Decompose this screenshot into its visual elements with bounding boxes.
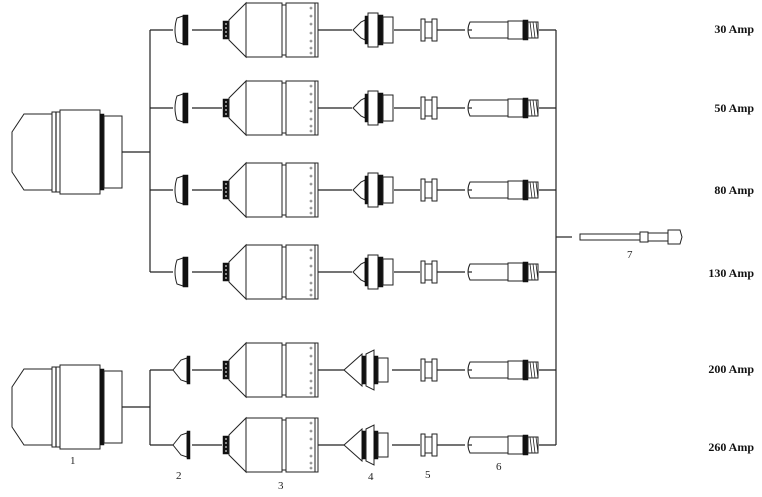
part-3-body	[222, 162, 319, 218]
amp-label: 130 Amp	[708, 266, 754, 280]
part-6-electrode	[467, 261, 539, 283]
part-4-nozzle	[352, 12, 394, 48]
part-2-cap	[174, 92, 189, 124]
part-3-body	[222, 342, 319, 398]
part-3-body	[222, 417, 319, 473]
part-4-nozzle	[343, 424, 389, 466]
part-2-cap	[174, 174, 189, 206]
part-6-electrode	[467, 19, 539, 41]
part-2-cap	[172, 355, 191, 385]
part-2-cap	[174, 14, 189, 46]
part-3-body	[222, 80, 319, 136]
part-3-body	[222, 244, 319, 300]
part-4-nozzle	[352, 254, 394, 290]
part-number-1: 1	[70, 455, 76, 467]
part-5-ring	[420, 18, 438, 42]
amp-label: 30 Amp	[714, 22, 754, 36]
part-6-electrode	[467, 434, 539, 456]
amp-label: 50 Amp	[714, 101, 754, 115]
part-4-nozzle	[352, 90, 394, 126]
part-3-body	[222, 2, 319, 58]
part-number-2: 2	[176, 470, 182, 482]
part-5-ring	[420, 433, 438, 457]
part-6-electrode	[467, 359, 539, 381]
part-6-electrode	[467, 179, 539, 201]
part-2-cap	[172, 430, 191, 460]
part-5-ring	[420, 96, 438, 120]
part-number-4: 4	[368, 471, 374, 483]
part-6-electrode	[467, 97, 539, 119]
part-7-tube	[579, 229, 683, 245]
shield-lower	[11, 364, 123, 450]
part-number-7: 7	[627, 249, 633, 261]
part-5-ring	[420, 358, 438, 382]
part-4-nozzle	[352, 172, 394, 208]
shield-upper	[11, 109, 123, 195]
part-number-5: 5	[425, 469, 431, 481]
part-4-nozzle	[343, 349, 389, 391]
amp-label: 200 Amp	[708, 362, 754, 376]
amp-label: 80 Amp	[714, 183, 754, 197]
part-number-3: 3	[278, 480, 284, 492]
consumable-rows	[150, 2, 556, 473]
part-5-ring	[420, 260, 438, 284]
part-2-cap	[174, 256, 189, 288]
amp-label: 260 Amp	[708, 440, 754, 454]
part-5-ring	[420, 178, 438, 202]
part-number-6: 6	[496, 461, 502, 473]
